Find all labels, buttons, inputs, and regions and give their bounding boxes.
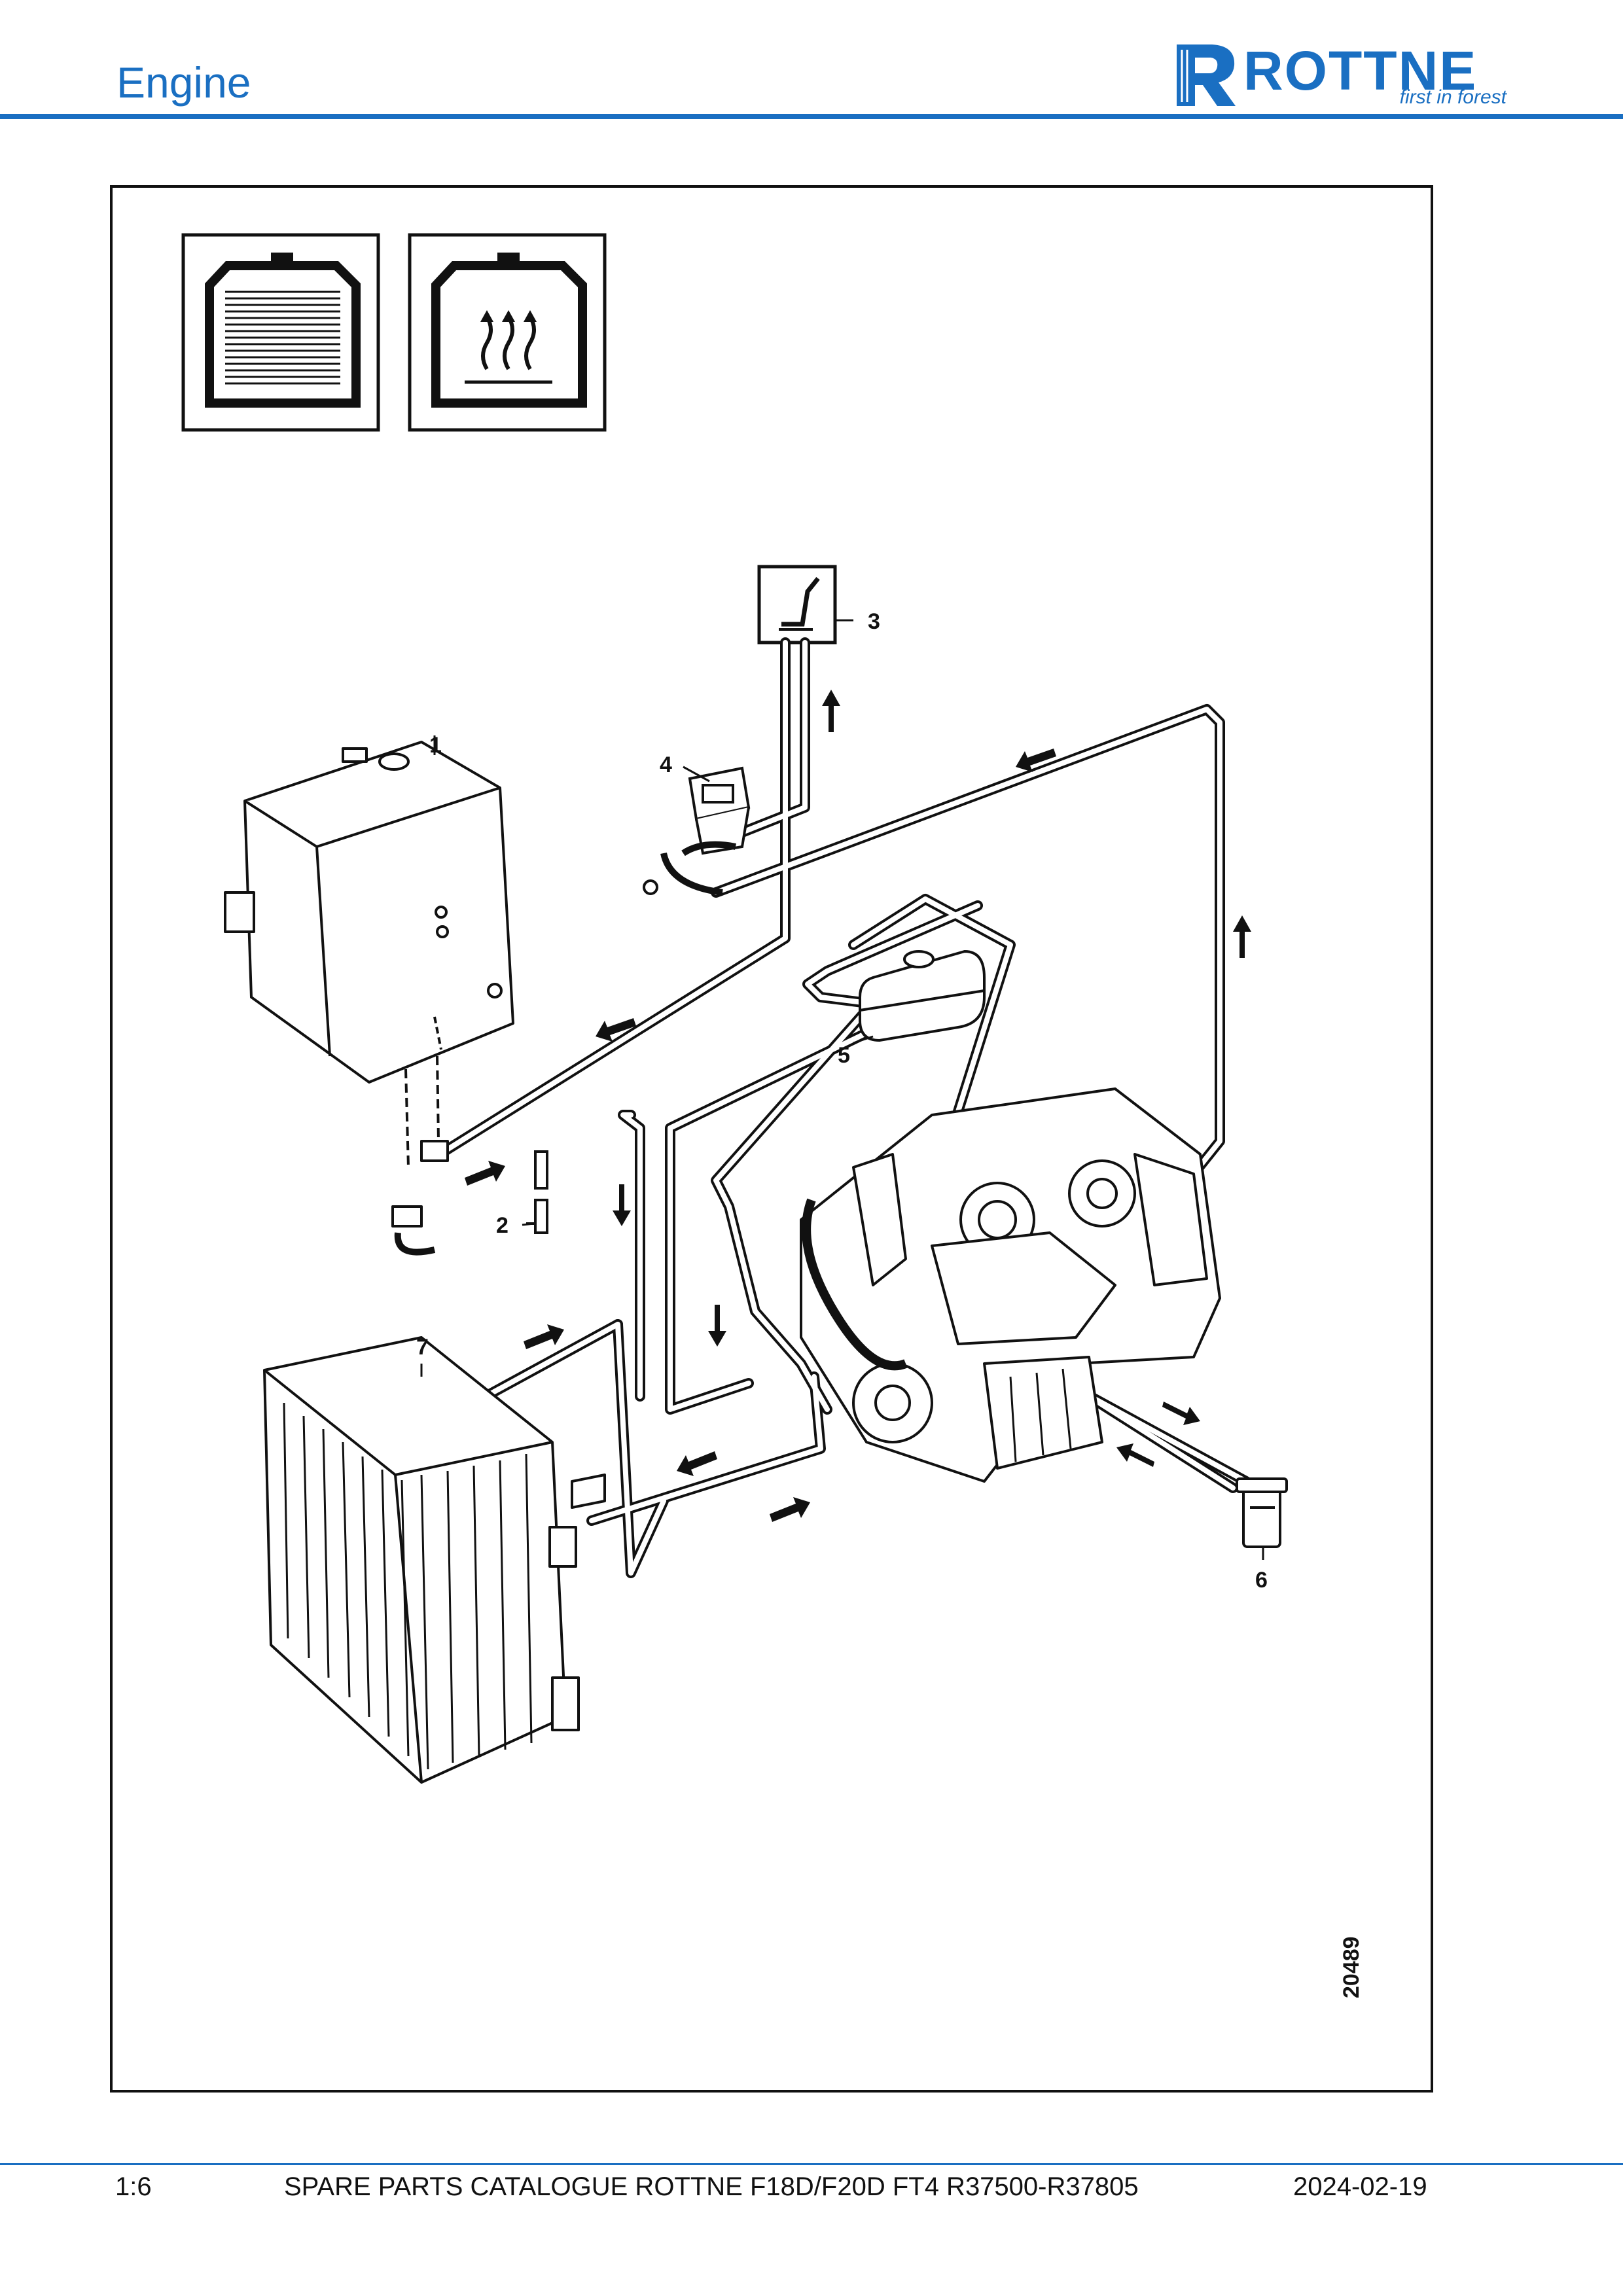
header-divider	[0, 114, 1623, 119]
cab-seat-symbol-icon	[757, 565, 853, 645]
flow-arrow-left-icon	[677, 1451, 717, 1476]
page-number: 1:6	[115, 2172, 152, 2201]
logo-wordmark: ROTTNE	[1243, 40, 1478, 101]
callout-4: 4	[660, 752, 672, 777]
page-title: Engine	[116, 58, 251, 107]
catalogue-title: SPARE PARTS CATALOGUE ROTTNE F18D/F20D F…	[284, 2172, 1139, 2201]
callout-2: 2	[496, 1213, 508, 1238]
callout-7: 7	[416, 1335, 429, 1360]
flow-arrow-left-icon	[1116, 1443, 1154, 1467]
air-filter-symbol-icon	[181, 233, 380, 432]
logo-tagline: first in forest	[1399, 86, 1507, 108]
flow-arrows	[465, 690, 1251, 1522]
coolant-system-diagram: 1 2 3 4 5 6 7 20489	[181, 233, 1364, 1998]
flow-arrow-up-icon	[822, 690, 840, 732]
flow-arrow-left-icon	[596, 1018, 636, 1042]
callout-3: 3	[868, 609, 880, 634]
rottne-logo-mark-icon	[1177, 44, 1236, 106]
part-6-filter	[1236, 1477, 1288, 1548]
diagram-frame: 1 2 3 4 5 6 7 20489	[110, 185, 1433, 2093]
callout-5: 5	[838, 1043, 850, 1068]
part-5-expansion-tank	[859, 949, 986, 1042]
catalogue-date: 2024-02-19	[1293, 2172, 1427, 2201]
flow-arrow-right-icon	[465, 1161, 505, 1186]
flow-arrow-left-icon	[1016, 749, 1056, 772]
flow-arrow-right-icon	[1162, 1402, 1200, 1425]
callout-6: 6	[1255, 1568, 1268, 1593]
part-4-valve	[643, 766, 751, 896]
flow-arrow-right-icon	[770, 1497, 810, 1522]
footer-divider	[0, 2163, 1623, 2165]
flow-arrow-up-icon	[1233, 915, 1251, 958]
engine-assembly	[800, 1087, 1221, 1483]
part-7-radiator	[263, 1336, 606, 1784]
part-1-tank	[224, 741, 514, 1256]
drawing-number: 20489	[1339, 1936, 1364, 1998]
callout-1: 1	[429, 733, 442, 758]
rottne-logo: ROTTNE first in forest	[1171, 38, 1512, 110]
flow-arrow-right-icon	[524, 1324, 564, 1349]
flow-arrow-down-icon	[708, 1305, 726, 1347]
heater-symbol-icon	[408, 233, 607, 432]
flow-arrow-down-icon	[613, 1184, 631, 1226]
callout-leaders	[420, 735, 1264, 1560]
part-2-sensor	[526, 1150, 548, 1234]
